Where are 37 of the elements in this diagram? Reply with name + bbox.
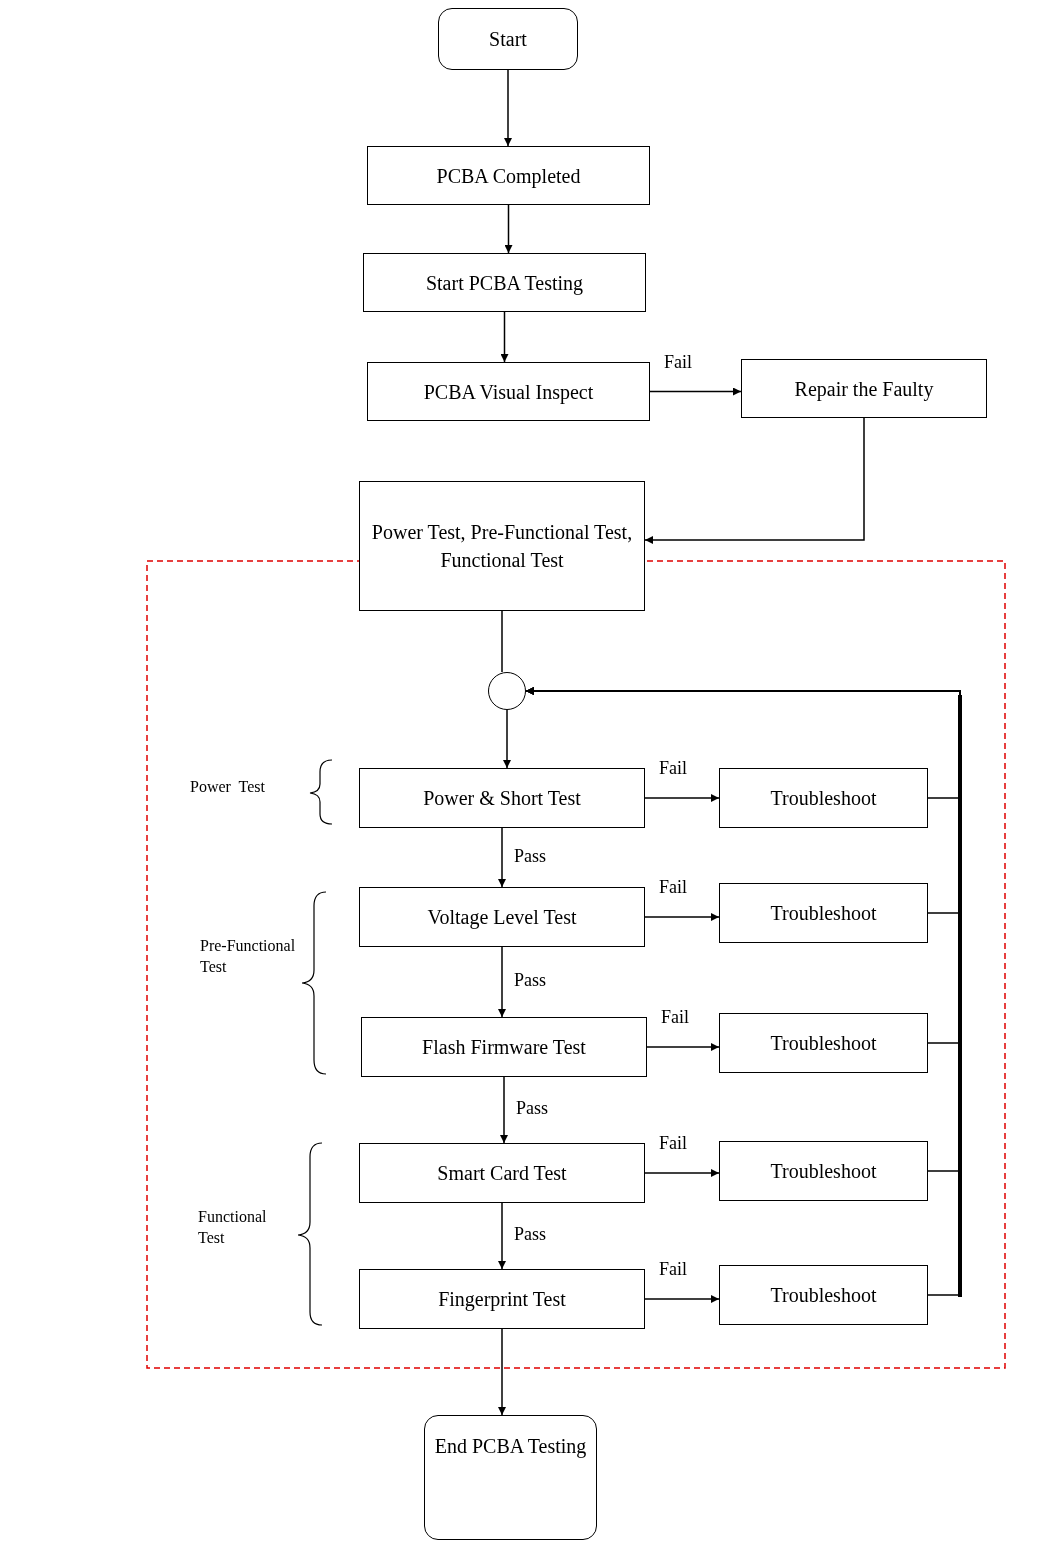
process-box: Troubleshoot [719,1141,928,1201]
process-box: Power & Short Test [359,768,645,828]
arrow [525,687,961,1296]
arrow [498,1202,506,1270]
process-box: Troubleshoot [719,1265,928,1325]
terminal-box: Start [438,8,578,70]
terminal-box: End PCBA Testing [424,1415,597,1540]
arrow [644,417,865,544]
group-label: Functional Test [198,1207,268,1248]
arrow [644,794,720,802]
arrow [503,709,511,769]
process-box: Flash Firmware Test [361,1017,647,1077]
arrow [498,946,506,1018]
arrow [646,1043,720,1051]
process-box: Troubleshoot [719,1013,928,1073]
arrow [649,387,742,396]
arrow [498,827,506,888]
arrow [644,1295,720,1303]
process-box: Repair the Faulty [741,359,987,418]
process-box: Troubleshoot [719,768,928,828]
process-box: Fingerprint Test [359,1269,645,1329]
group-label: Pre-Functional Test [200,936,297,977]
arrow [504,69,512,147]
arrow [644,913,720,921]
process-box: Troubleshoot [719,883,928,943]
arrow [644,1169,720,1177]
arrow [500,311,509,363]
arrow [504,204,513,254]
arrow [498,1328,506,1416]
process-box: Voltage Level Test [359,887,645,947]
process-box: PCBA Visual Inspect [367,362,650,421]
process-box: Start PCBA Testing [363,253,646,312]
process-box: Power Test, Pre-Functional Test, Functional Test [359,481,645,611]
process-box: PCBA Completed [367,146,650,205]
group-label: Power Test [190,777,267,797]
process-box: Smart Card Test [359,1143,645,1203]
arrow [500,1076,508,1144]
